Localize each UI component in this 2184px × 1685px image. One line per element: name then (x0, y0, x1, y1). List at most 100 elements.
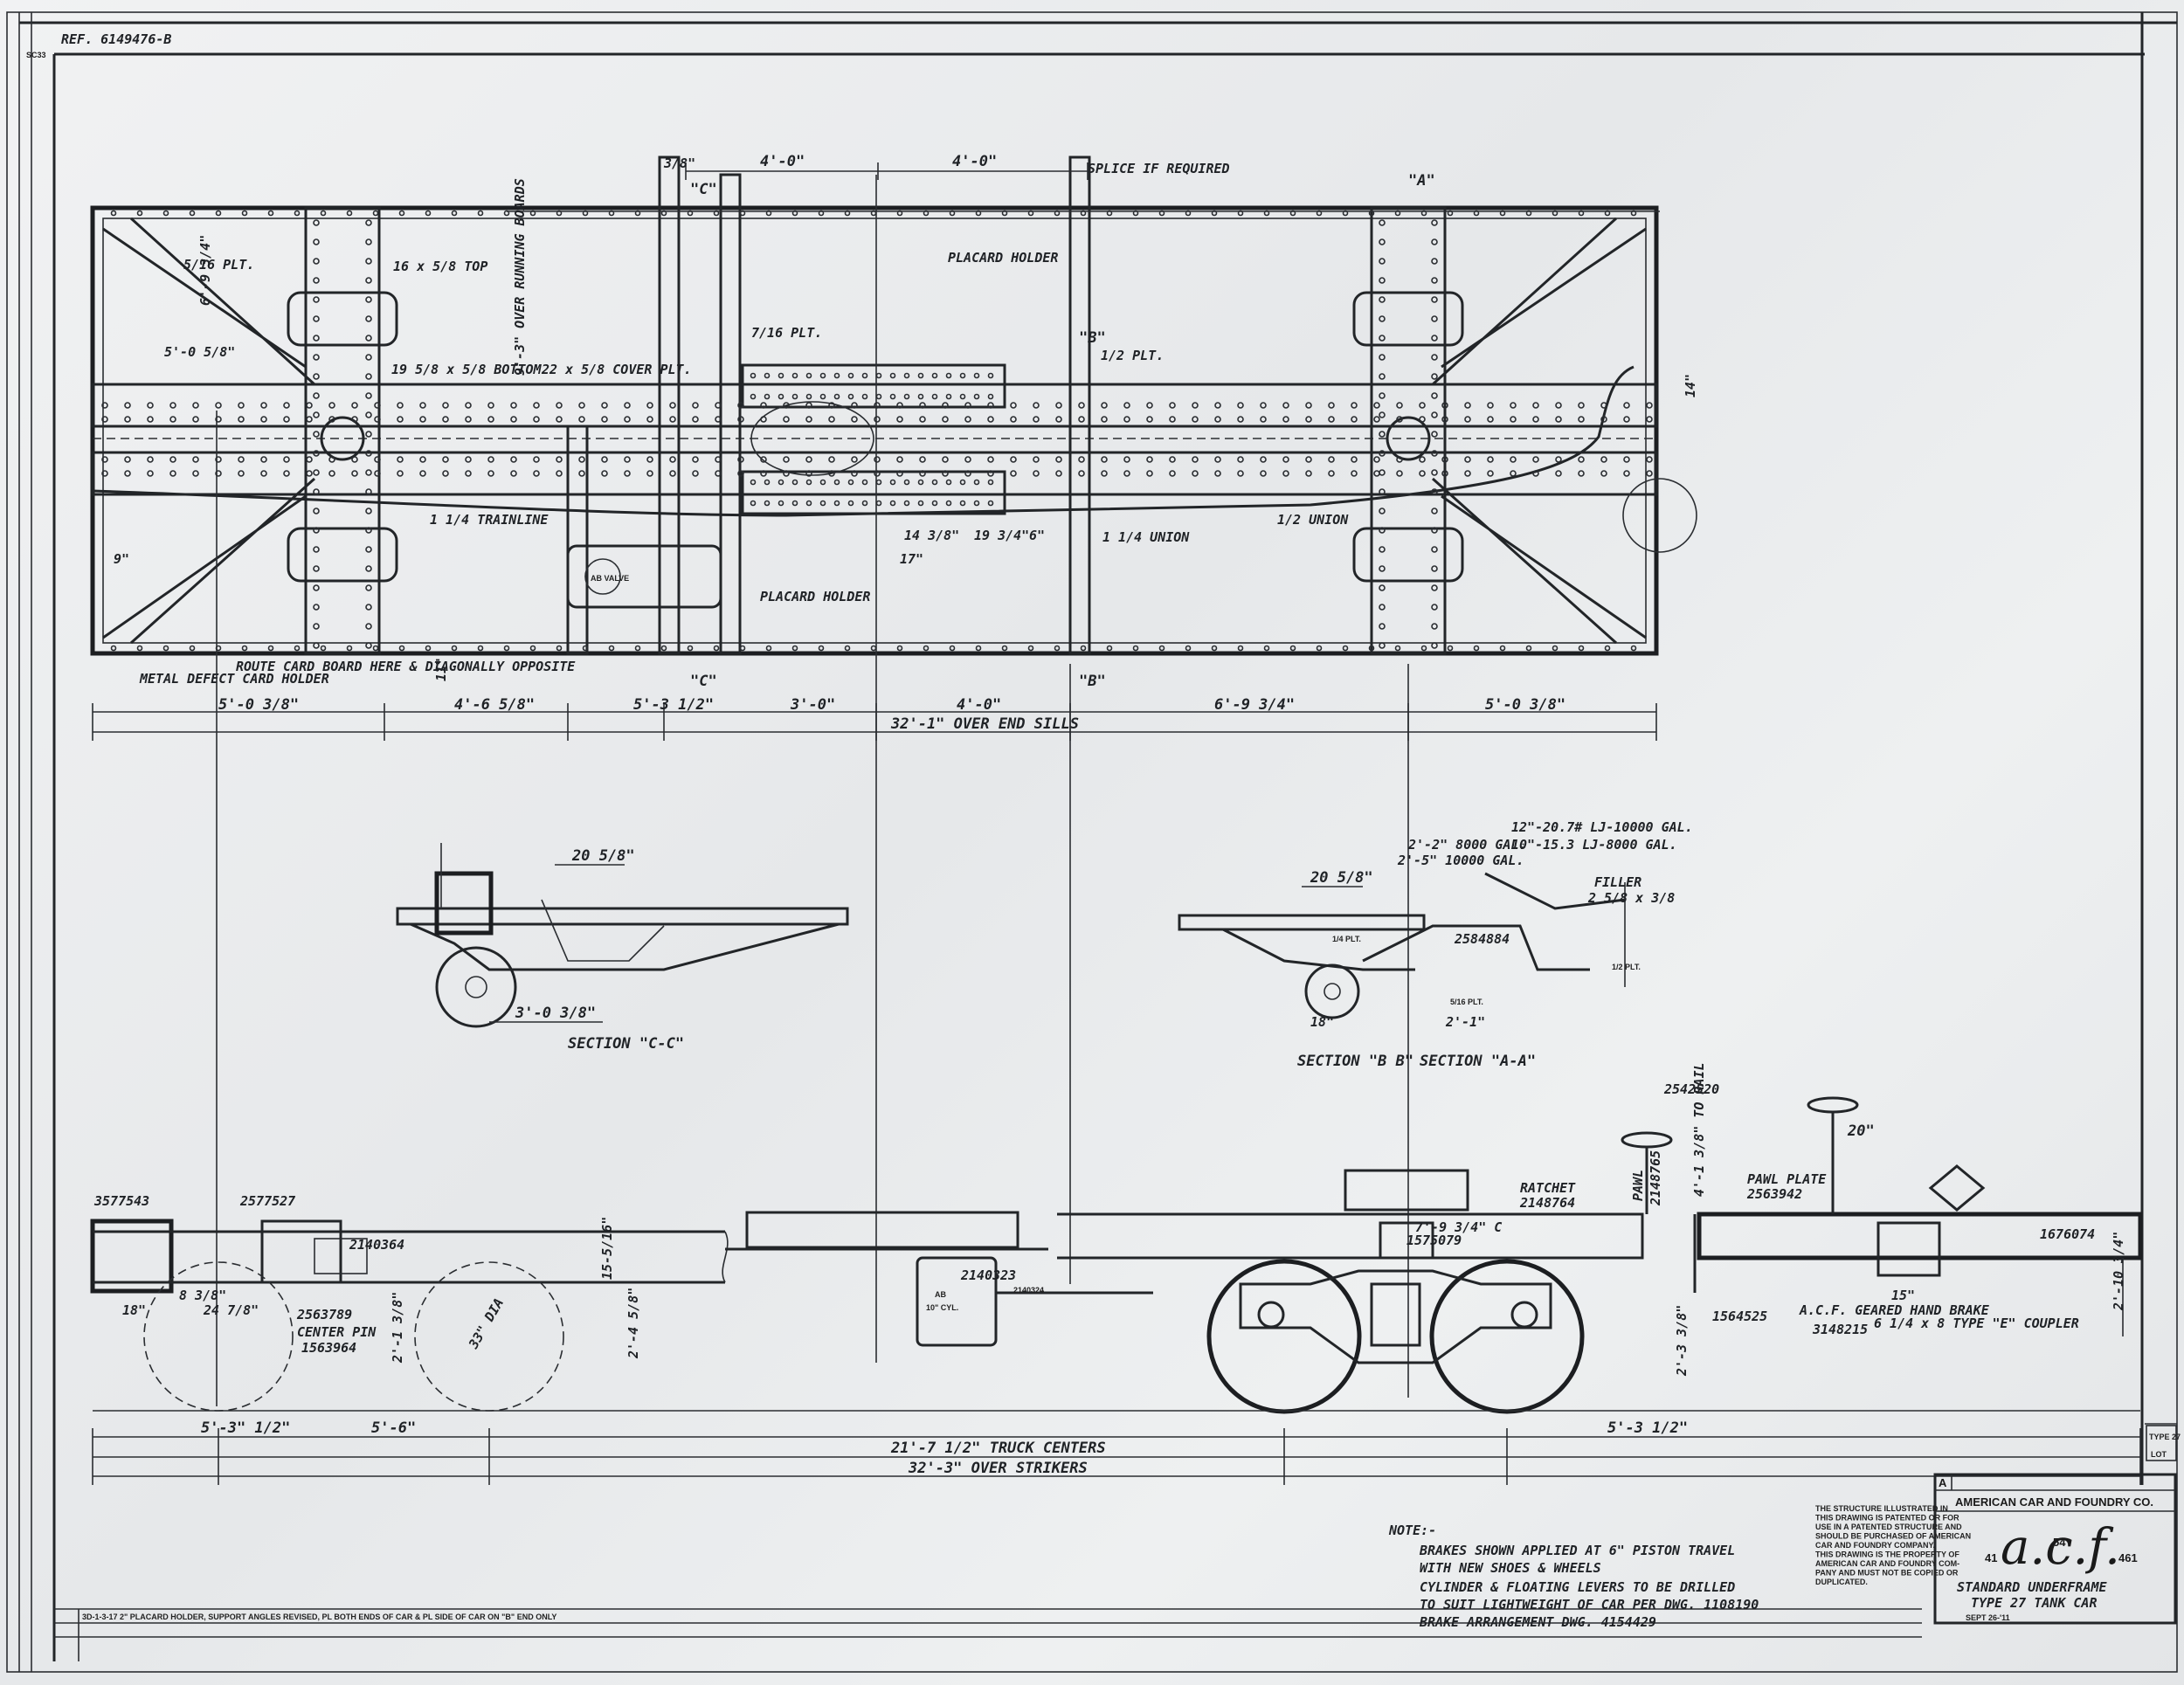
section-b-b-a-a: 20 5/8" 2'-2" 8000 GAL. 2'-5" 10000 GAL.… (1178, 819, 1693, 1070)
drawing-date: SEPT 26-'11 (1966, 1613, 2010, 1622)
sections-dim-20: 20 5/8" (1310, 869, 1373, 887)
acf-logo: a.c.f. (2001, 1519, 2120, 1576)
note-heading: NOTE:- (1388, 1523, 1436, 1538)
sections-dim-8000: 2'-2" 8000 GAL. (1407, 837, 1526, 853)
note-line-4: TO SUIT LIGHTWEIGHT OF CAR PER DWG. 1108… (1420, 1597, 1759, 1612)
callout-placard-holder: PLACARD HOLDER (760, 589, 870, 604)
side-truck-centers: 21'-7 1/2" TRUCK CENTERS (890, 1440, 1106, 1457)
part-2148764: 2148764 (1519, 1195, 1575, 1211)
dim-14-3-8: 14 3/8" (904, 528, 959, 543)
revision-line: 3D-1-3-17 2" PLACARD HOLDER, SUPPORT ANG… (82, 1612, 556, 1621)
part-2140364: 2140364 (349, 1237, 404, 1253)
plan-dim-5: 6'-9 3/4" (1214, 696, 1295, 714)
logo-number-3: 461 (2118, 1551, 2138, 1564)
side-over-strikers: 32'-3" OVER STRIKERS (908, 1460, 1088, 1477)
rivet-pattern (101, 210, 1653, 652)
dim-11: 11" (433, 658, 449, 681)
sections-filler-size: 2 5/8 x 3/8 (1587, 890, 1675, 906)
part-2563942: 2563942 (1746, 1186, 1802, 1202)
callout-plt-2: 7/16 PLT. (751, 325, 822, 341)
section-aa-label: SECTION "A-A" (1420, 1053, 1536, 1070)
section-mark-b-bottom: "B" (1079, 673, 1106, 690)
callout-bottom-plate: 19 5/8 x 5/8 BOTTOM (391, 362, 543, 377)
legal-notice-line: PANY AND MUST NOT BE COPIED OR (1815, 1569, 1959, 1578)
border-frame (6, 11, 2178, 1673)
side-dim-2-1: 2'-1 3/8" (390, 1292, 405, 1364)
section-mark-a-top: "A" (1408, 172, 1435, 190)
plan-top-dim-1: 4'-0" (760, 153, 805, 170)
section-cc-label: SECTION "C-C" (568, 1035, 684, 1053)
side-dim-7-9: 7'-9 3/4" C (1415, 1219, 1502, 1235)
legal-notice-line: AMERICAN CAR AND FOUNDRY COM- (1815, 1559, 1959, 1568)
cross-sections: 20 5/8" 3'-0 3/8" SECTION "C-C" 20 5/8" … (396, 819, 1693, 1070)
side-tab-type: TYPE 27 (2149, 1433, 2181, 1441)
sections-dim-18: 18" (1310, 1014, 1334, 1030)
part-2148765: 2148765 (1648, 1150, 1663, 1206)
callout-plt-1: 5/16 PLT. (183, 257, 254, 273)
sections-plt-3: 1/2 PLT. (1612, 963, 1641, 971)
part-hand-brake: A.C.F. GEARED HAND BRAKE (1799, 1302, 1990, 1318)
callout-ab-valve: AB VALVE (591, 574, 629, 583)
plan-dim-3: 3'-0" (790, 696, 835, 714)
side-dim-24: 24 7/8" (203, 1302, 259, 1318)
side-dim-20: 20" (1847, 1122, 1875, 1140)
dim-19-3-4: 19 3/4" (974, 528, 1029, 543)
part-1676074: 1676074 (2040, 1226, 2095, 1242)
logo-number-2: 54 (2053, 1536, 2066, 1549)
part-center-pin-label: CENTER PIN (297, 1324, 377, 1340)
legal-notice-line: THIS DRAWING IS THE PROPERTY OF (1815, 1550, 1959, 1559)
section-cc-dim-width: 20 5/8" (571, 847, 635, 865)
legal-notice-line: CAR AND FOUNDRY COMPANY. (1815, 1541, 1935, 1550)
section-mark-b-mid: "B" (1079, 329, 1106, 347)
legal-notice-line: THIS DRAWING IS PATENTED OR FOR (1815, 1514, 1959, 1523)
section-cc-dim-depth: 3'-0 3/8" (515, 1005, 596, 1022)
note-block: NOTE:- BRAKES SHOWN APPLIED AT 6" PISTON… (1388, 1523, 1759, 1630)
plan-dim-6: 5'-0 3/8" (1485, 696, 1565, 714)
side-dim-5-3: 5'-3" 1/2" (201, 1419, 290, 1437)
callout-union-2: 1/2 UNION (1277, 512, 1349, 528)
side-dim-2-10: 2'-10 3/4" (2111, 1232, 2126, 1311)
part-2563789: 2563789 (296, 1307, 352, 1322)
side-dim-2-3: 2'-3 3/8" (1674, 1305, 1690, 1377)
side-dim-2-4: 2'-4 5/8" (625, 1288, 641, 1359)
plan-dim-1: 4'-6 5/8" (454, 696, 535, 714)
callout-top-plate: 16 x 5/8 TOP (393, 259, 487, 274)
sections-dim-2-1: 2'-1" (1445, 1014, 1485, 1030)
section-bb-label: SECTION "B B" (1297, 1053, 1413, 1070)
legal-notice-line: SHOULD BE PURCHASED OF AMERICAN (1815, 1532, 1971, 1541)
part-2140323: 2140323 (960, 1267, 1016, 1283)
side-dim-4-1: 4'-1 3/8" TO RAIL (1691, 1062, 1707, 1197)
logo-number-1: 41 (1985, 1551, 1997, 1564)
legal-notice-line: USE IN A PATENTED STRUCTURE AND (1815, 1523, 1962, 1531)
side-dim-5-6: 5'-6" (371, 1419, 416, 1437)
drawing-reference: REF. 6149476-B (61, 31, 171, 47)
dim-9: 9" (114, 551, 129, 567)
callout-defect-card: METAL DEFECT CARD HOLDER (139, 671, 329, 687)
part-2577527: 2577527 (239, 1193, 295, 1209)
side-elevation: 3577543 2577527 2140364 2563789 CENTER P… (90, 1062, 2143, 1485)
plan-top-dim-0: 3/8" (663, 155, 695, 171)
title-line-1: STANDARD UNDERFRAME (1957, 1579, 2108, 1595)
sheet-letter: A (1939, 1476, 1947, 1489)
plan-dim-2: 5'-3 1/2" (633, 696, 714, 714)
plan-overall-dim: 32'-1" OVER END SILLS (890, 715, 1079, 733)
plan-dim-4: 4'-0" (957, 696, 1001, 714)
legal-notice-line: DUPLICATED. (1815, 1578, 1868, 1586)
sections-dim-lj10000: 12"-20.7# LJ-10000 GAL. (1511, 819, 1693, 835)
side-dim-8: 8 3/8" (179, 1288, 226, 1303)
part-ab: AB (935, 1290, 946, 1299)
sections-filler: FILLER (1594, 874, 1641, 890)
side-dim-18: 18" (122, 1302, 146, 1318)
sections-plt-2: 5/16 PLT. (1450, 998, 1483, 1006)
legal-notice-line: THE STRUCTURE ILLUSTRATED IN (1815, 1504, 1948, 1513)
callout-plt-3: 1/2 PLT. (1101, 348, 1164, 363)
projection-lines (216, 175, 1409, 1406)
title-line-2: TYPE 27 TANK CAR (1971, 1595, 2098, 1611)
callout-union-1: 1 1/4 UNION (1102, 529, 1190, 545)
callout-placard: PLACARD HOLDER (948, 250, 1058, 266)
side-tab-lot: LOT (2151, 1450, 2167, 1459)
part-2140324: 2140324 (1013, 1286, 1044, 1295)
part-3148215: 3148215 (1812, 1322, 1868, 1337)
part-coupler: 6 1/4 x 8 TYPE "E" COUPLER (1874, 1316, 2079, 1331)
